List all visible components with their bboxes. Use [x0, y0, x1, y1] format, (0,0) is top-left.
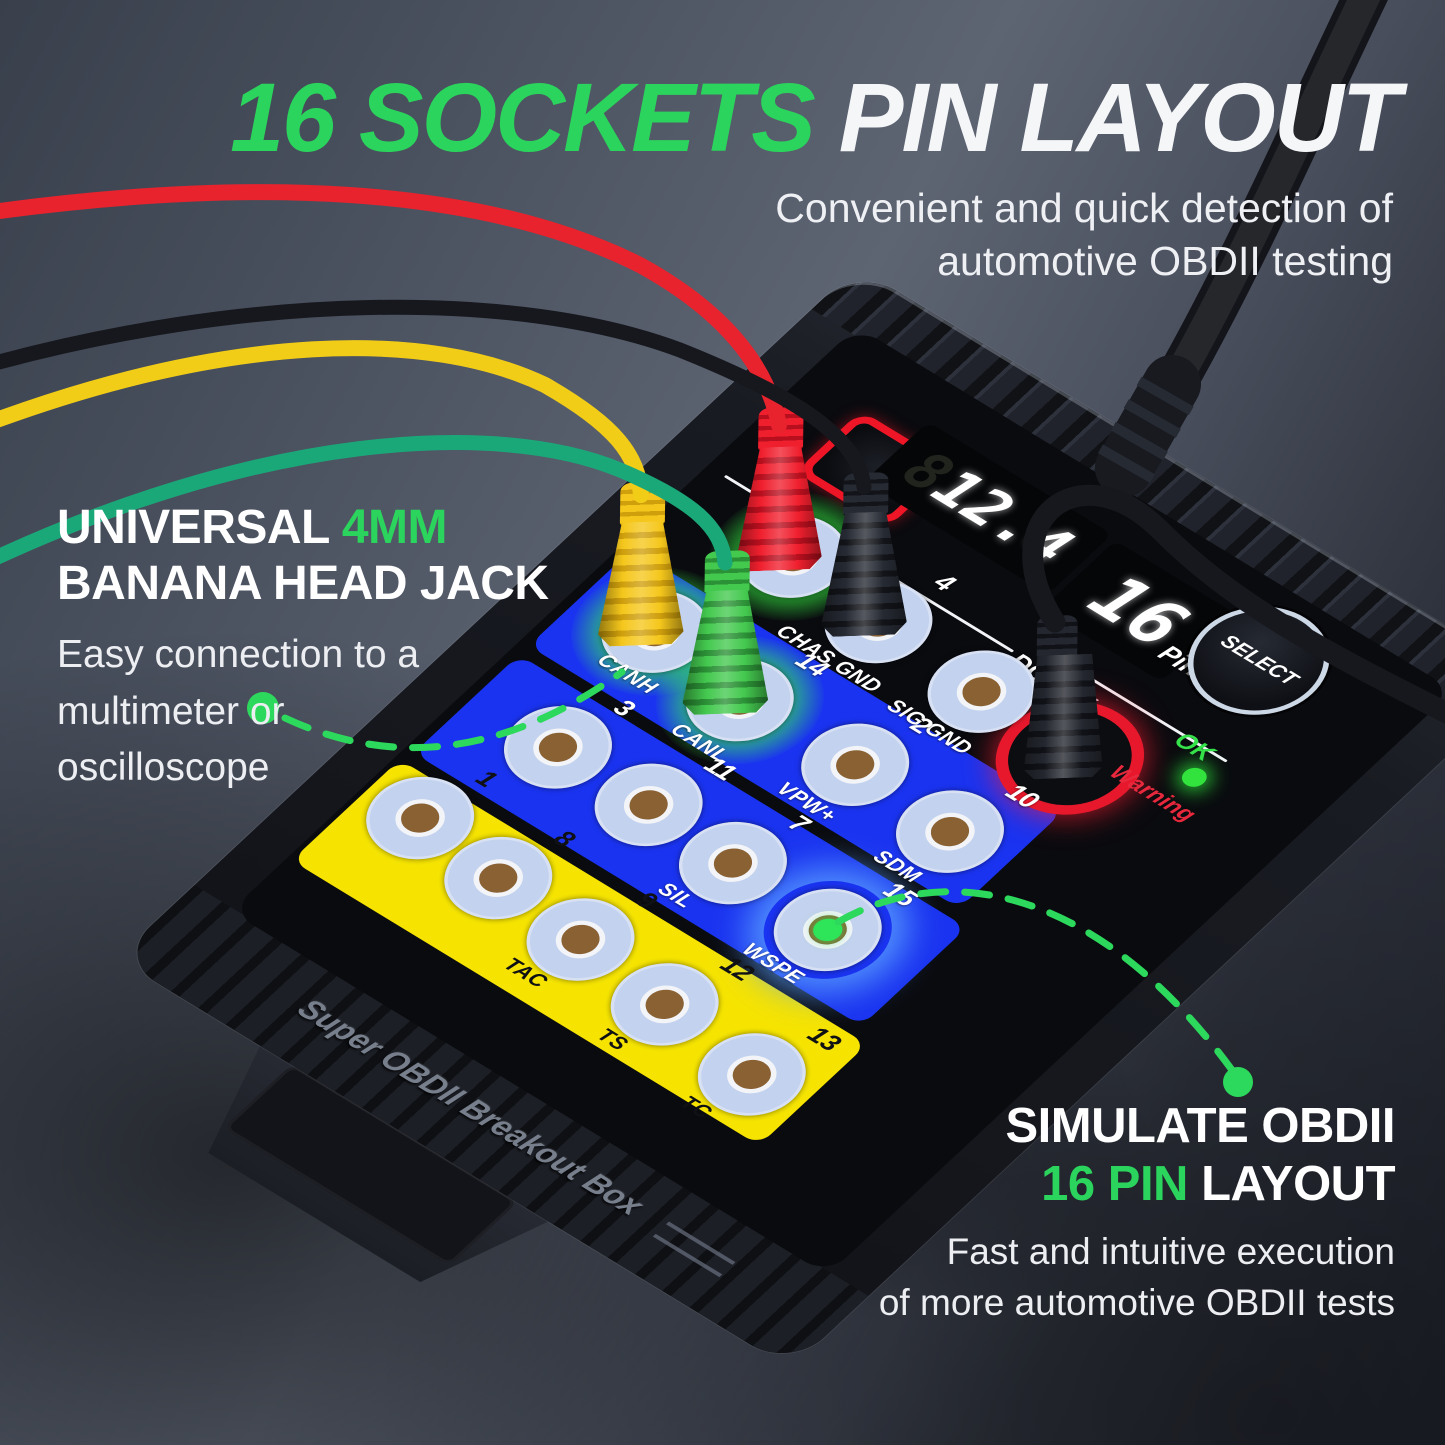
right-callout-heading-green: 16 PIN: [1041, 1156, 1188, 1211]
left-callout-heading: UNIVERSAL 4MM BANANA HEAD JACK: [57, 500, 549, 611]
cable-strain-relief-ribs: [1097, 369, 1199, 483]
title-highlight: 16 SOCKETS: [230, 63, 816, 172]
green-test-lead-wire: [0, 435, 733, 571]
right-callout-leader-line: [834, 888, 1236, 1074]
yellow-test-lead-wire: [0, 340, 649, 503]
page-title: 16 SOCKETS PIN LAYOUT: [0, 62, 1401, 174]
subtitle-line1: Convenient and quick detection of: [775, 185, 1393, 231]
left-callout-body-line3: oscilloscope: [57, 746, 270, 790]
right-callout-body-line2: of more automotive OBDII tests: [878, 1282, 1395, 1324]
title-rest: PIN LAYOUT: [813, 63, 1401, 172]
page-subtitle: Convenient and quick detection of automo…: [775, 182, 1393, 289]
right-callout: SIMULATE OBDII 16 PIN LAYOUT Fast and in…: [879, 1098, 1396, 1330]
right-callout-dot: [1223, 1067, 1253, 1097]
right-callout-heading-line1: SIMULATE OBDII: [1005, 1099, 1395, 1153]
left-callout-leader-line: [281, 668, 626, 752]
subtitle-line2: automotive OBDII testing: [937, 238, 1393, 285]
red-test-lead-wire: [0, 184, 787, 433]
right-callout-heading-white: LAYOUT: [1187, 1156, 1395, 1211]
left-callout-dot: [247, 692, 279, 724]
right-callout-heading: SIMULATE OBDII 16 PIN LAYOUT: [879, 1098, 1395, 1214]
left-callout-heading-green: 4MM: [341, 501, 448, 554]
left-callout-heading-line2: BANANA HEAD JACK: [57, 556, 549, 610]
dc-power-cord: [1022, 484, 1445, 724]
left-callout-body-line1: Easy connection to a: [57, 633, 420, 677]
black-test-lead-wire: [0, 299, 872, 495]
right-callout-body: Fast and intuitive execution of more aut…: [879, 1226, 1395, 1330]
right-callout-body-line1: Fast and intuitive execution: [946, 1230, 1395, 1272]
left-callout-body-line2: multimeter or: [57, 689, 285, 733]
left-callout-body: Easy connection to a multimeter or oscil…: [57, 627, 549, 797]
left-callout-heading-white: UNIVERSAL: [57, 501, 342, 554]
left-callout: UNIVERSAL 4MM BANANA HEAD JACK Easy conn…: [57, 500, 549, 797]
